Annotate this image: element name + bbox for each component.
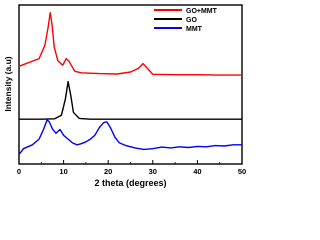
series-line-go bbox=[19, 80, 242, 120]
x-axis-label: 2 theta (degrees) bbox=[94, 178, 166, 188]
legend: GO+MMT GO MMT bbox=[154, 8, 218, 33]
x-tick-label: 40 bbox=[193, 167, 201, 176]
x-tick-label: 30 bbox=[149, 167, 157, 176]
x-tick-label: 20 bbox=[104, 167, 112, 176]
series-layer bbox=[18, 11, 242, 155]
x-tick-label: 0 bbox=[17, 167, 21, 176]
x-tick-label: 50 bbox=[238, 167, 246, 176]
xrd-chart: 0 10 20 30 40 50 2 theta (degrees) Intensity … bbox=[3, 4, 246, 188]
x-tick-label: 10 bbox=[59, 167, 67, 176]
y-axis-label: Intensity (a.u) bbox=[3, 56, 13, 111]
legend-label: MMT bbox=[186, 26, 203, 33]
series-line-go-mmt bbox=[18, 11, 242, 76]
legend-label: GO+MMT bbox=[186, 8, 218, 15]
legend-label: GO bbox=[186, 17, 197, 24]
x-axis-ticks: 0 10 20 30 40 50 bbox=[17, 160, 246, 176]
series-line-mmt bbox=[18, 119, 242, 155]
